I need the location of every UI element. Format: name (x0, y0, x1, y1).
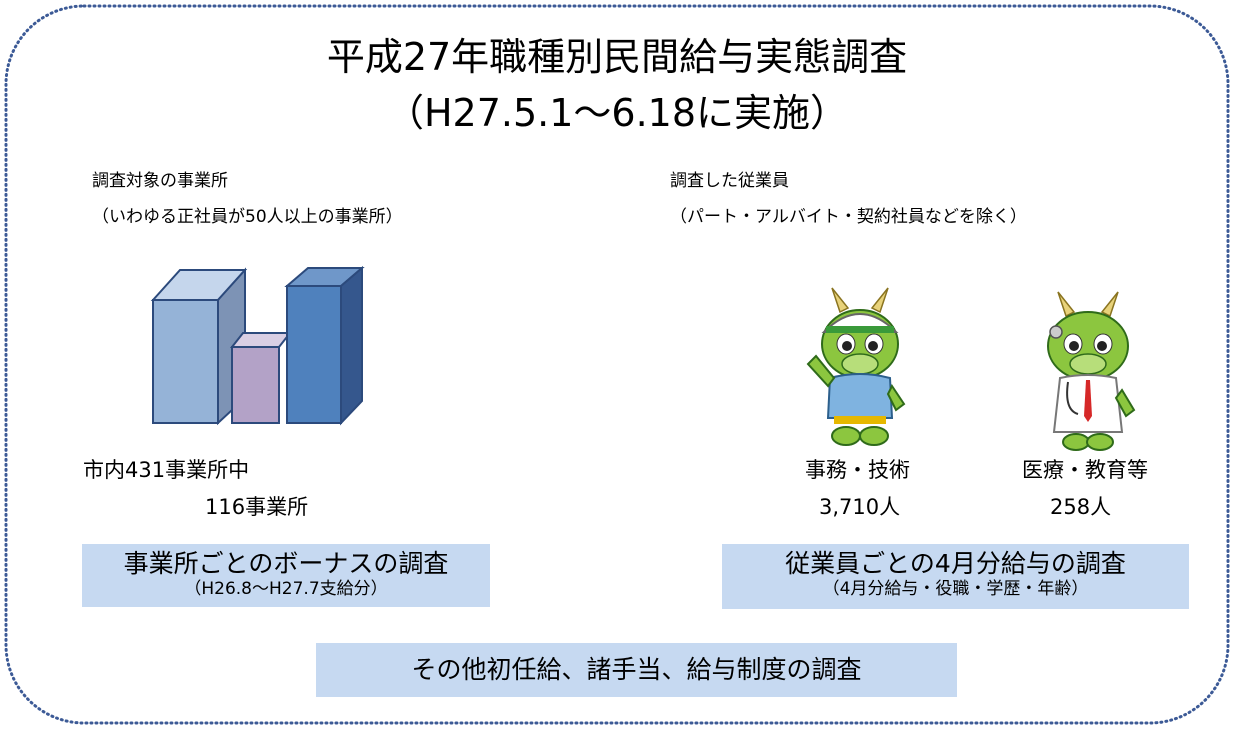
dragon-mascot-doctor-icon (1047, 291, 1136, 451)
employees-note: （パート・アルバイト・契約社員などを除く） (670, 207, 1027, 227)
salary-survey-items: （4月分給与・役職・学歴・年齢） (822, 579, 1089, 599)
bonus-survey-title: 事業所ごとのボーナスの調査 (123, 549, 449, 578)
other-survey-box: その他初任給、諸手当、給与制度の調査 (316, 643, 957, 697)
bonus-survey-box: 事業所ごとのボーナスの調査 （H26.8～H27.7支給分） (82, 544, 490, 607)
establishment-total: 市内431事業所中 (83, 458, 250, 482)
salary-survey-title: 従業員ごとの4月分給与の調査 (785, 549, 1126, 578)
page-title: 平成27年職種別民間給与実態調査 (326, 35, 908, 79)
salary-survey-box: 従業員ごとの4月分給与の調査 （4月分給与・役職・学歴・年齢） (722, 544, 1189, 609)
buildings-icon (150, 265, 365, 426)
dragon-mascot-worker-icon (806, 287, 906, 446)
group-medical-education-count: 258人 (1050, 495, 1112, 519)
employees-heading: 調査した従業員 (670, 171, 789, 191)
establishments-note: （いわゆる正社員が50人以上の事業所） (92, 207, 403, 227)
group-medical-education-label: 医療・教育等 (1022, 458, 1148, 482)
group-office-technical-count: 3,710人 (819, 495, 901, 519)
establishments-heading: 調査対象の事業所 (92, 171, 228, 191)
other-survey-text: その他初任給、諸手当、給与制度の調査 (411, 655, 862, 684)
establishment-surveyed: 116事業所 (205, 495, 309, 519)
dotted-frame (4, 4, 1230, 725)
bonus-survey-period: （H26.8～H27.7支給分） (184, 579, 388, 599)
group-office-technical-label: 事務・技術 (805, 458, 910, 482)
survey-period: （H27.5.1～6.18に実施） (385, 91, 849, 135)
